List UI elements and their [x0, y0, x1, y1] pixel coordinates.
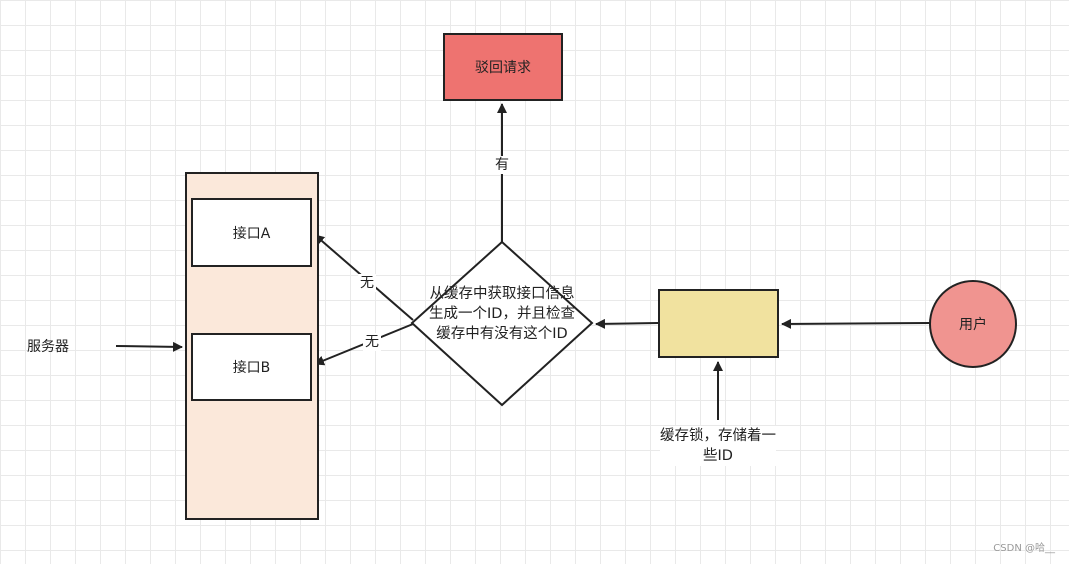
- edge-label-no-a: 无: [358, 274, 376, 292]
- user-circle: 用户: [929, 280, 1017, 368]
- interface-a-box: 接口A: [191, 198, 312, 267]
- server-label: 服务器: [27, 339, 69, 355]
- cache-lock-note: 缓存锁，存储着一些ID: [660, 426, 776, 466]
- cache-lock-box: [658, 289, 779, 358]
- arrow-server-to-container: [115, 341, 183, 352]
- decision-diamond: [410, 240, 594, 407]
- interface-b-box: 接口B: [191, 333, 312, 401]
- watermark: CSDN @哈__: [993, 543, 1055, 554]
- arrow-cache-to-decision: [595, 318, 659, 329]
- interface-b-label: 接口B: [232, 360, 271, 376]
- edge-label-yes: 有: [493, 156, 511, 174]
- interface-a-label: 接口A: [232, 225, 271, 242]
- arrow-user-to-cache: [781, 318, 931, 329]
- edge-label-no-b: 无: [363, 333, 381, 351]
- user-label: 用户: [959, 317, 987, 333]
- reject-request-label: 驳回请求: [475, 60, 531, 76]
- reject-request-box: 驳回请求: [443, 33, 563, 101]
- decision-text: 从缓存中获取接口信息生成一个ID，并且检查缓存中有没有这个ID: [429, 286, 575, 342]
